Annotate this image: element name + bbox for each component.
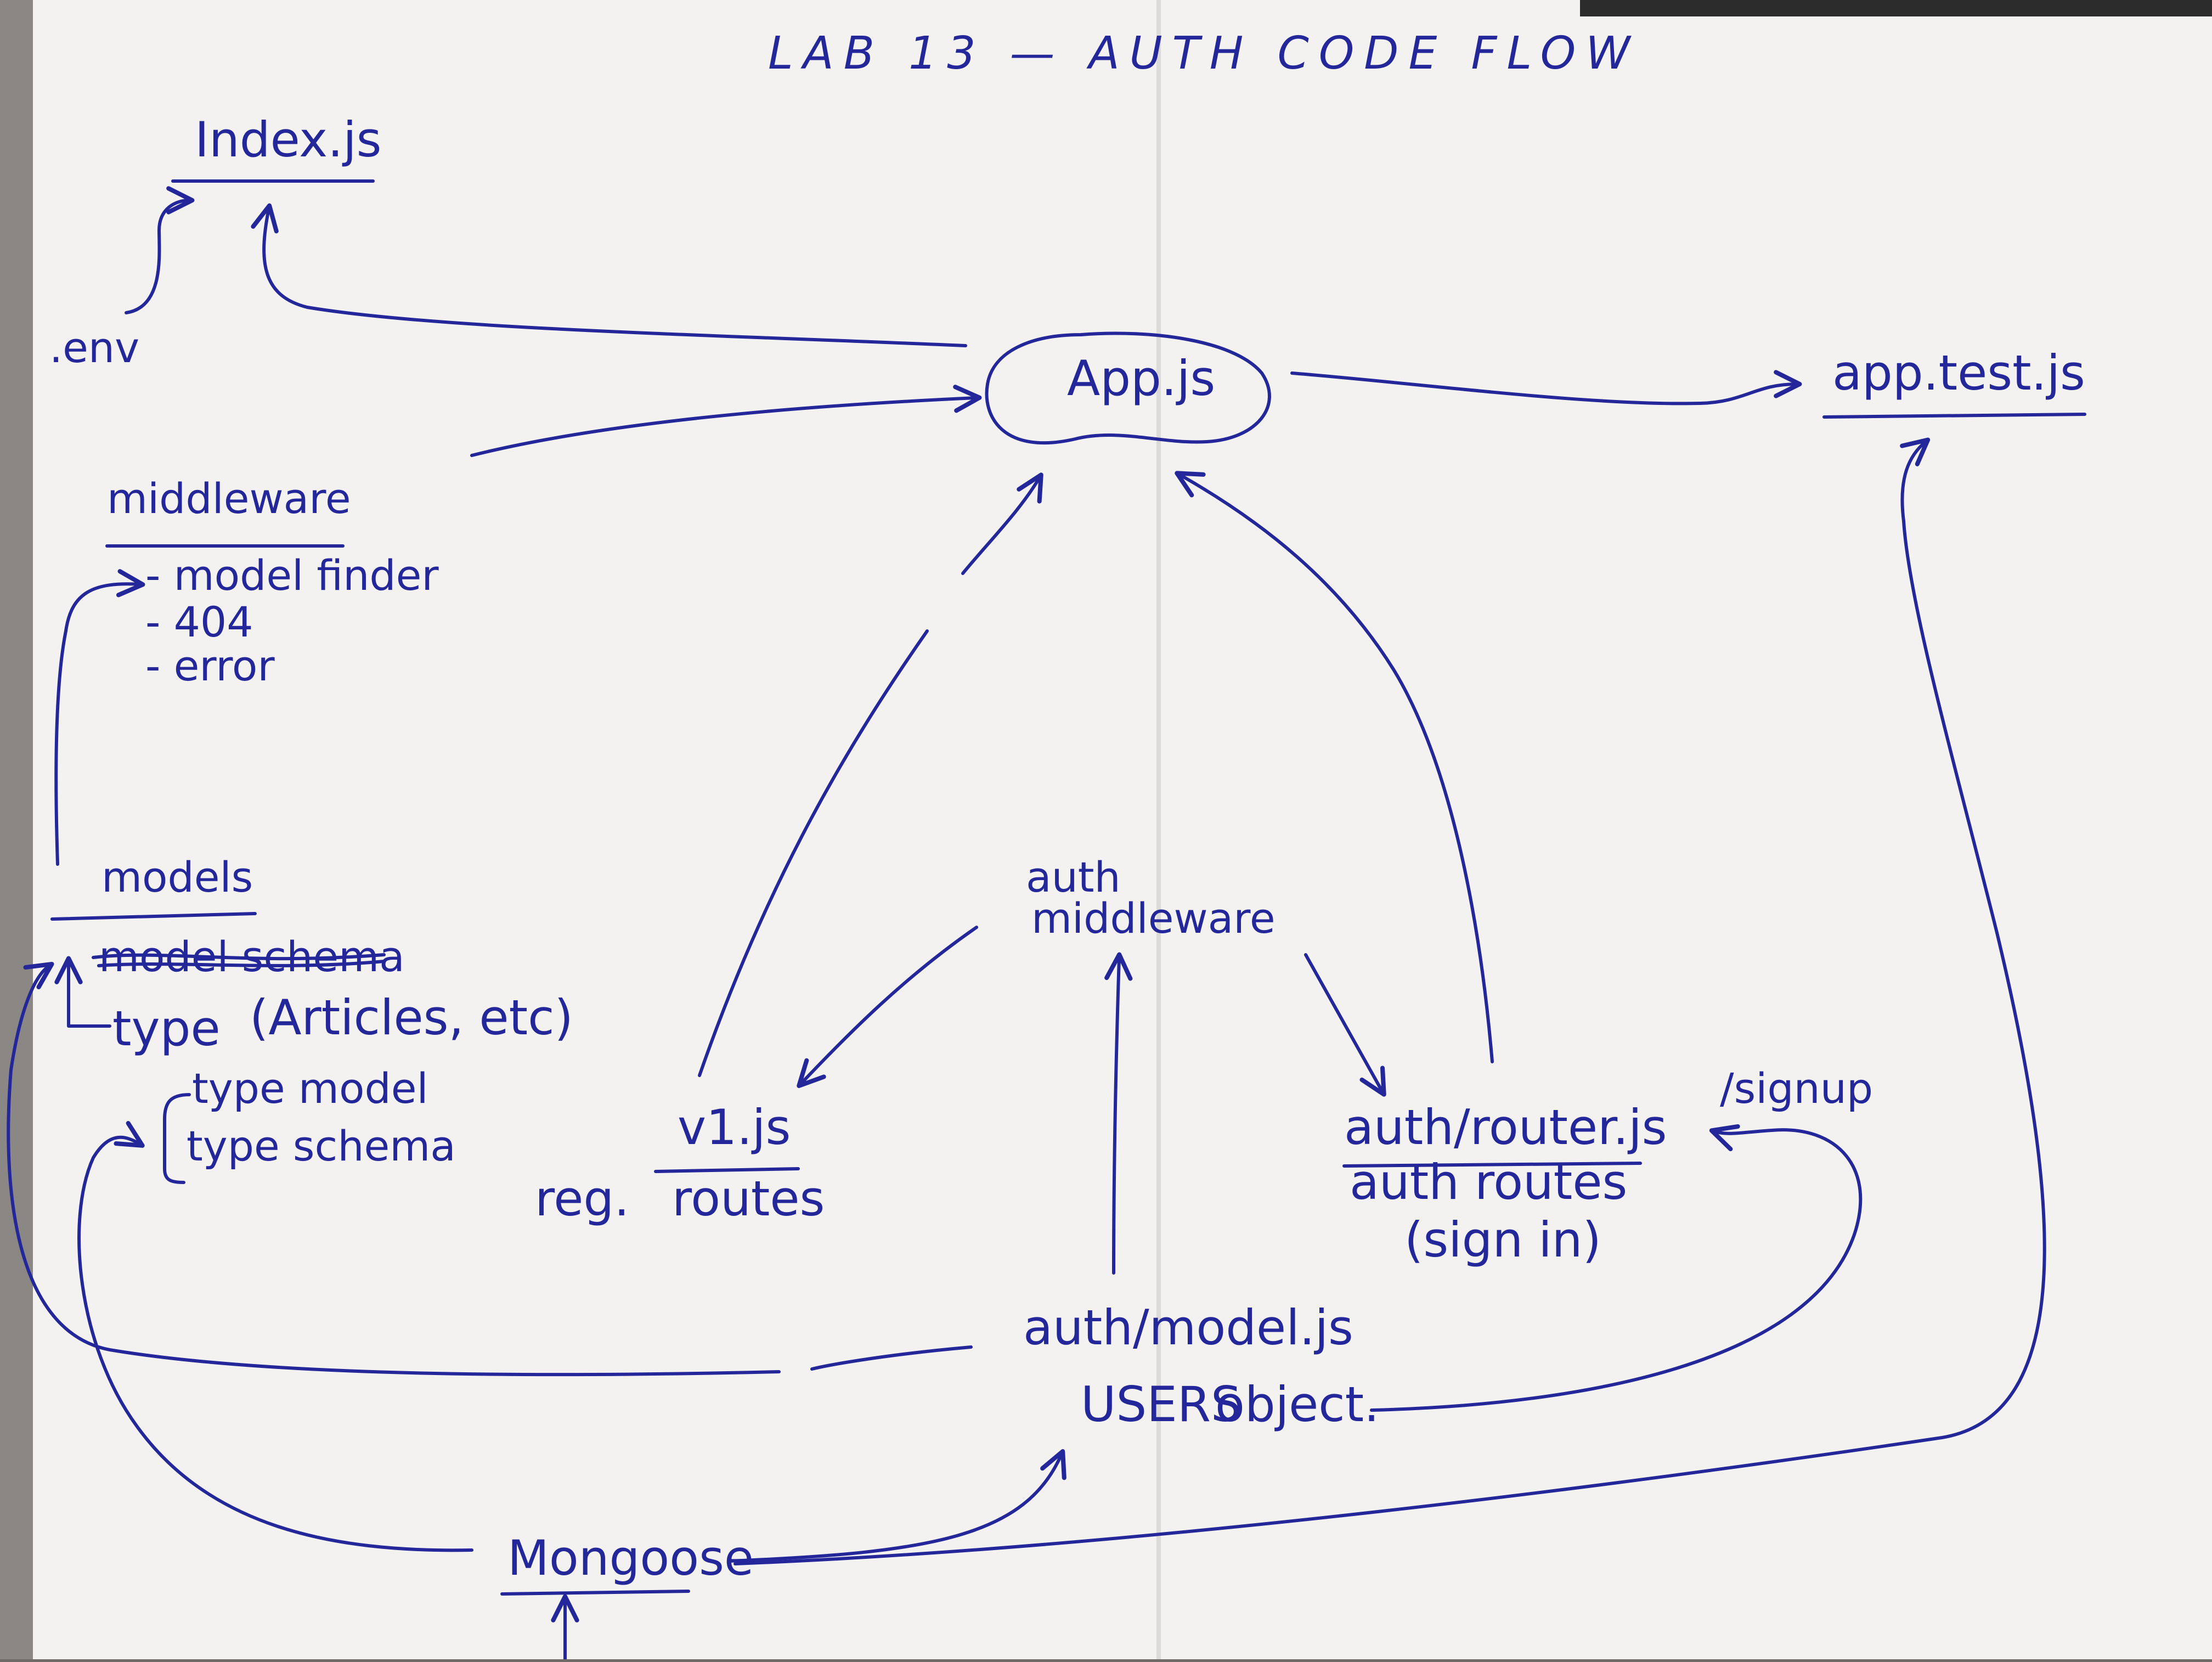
auth-router-note: (sign in) — [1404, 1212, 1601, 1268]
edge-auth-model-to-router-signup — [1370, 1124, 1863, 1412]
app-test-underline — [1822, 413, 2086, 419]
models-strikethrough — [92, 953, 386, 967]
v1-desc-routes: routes — [672, 1170, 825, 1227]
node-middleware-heading: middleware — [107, 474, 351, 523]
middleware-item-error: - error — [145, 641, 275, 690]
node-auth-middleware-line2: middleware — [1031, 894, 1276, 943]
node-index-js: Index.js — [195, 111, 382, 168]
mongoose-underline — [500, 1590, 690, 1596]
middleware-item-404: - 404 — [145, 598, 253, 646]
node-app-js: App.js — [1067, 350, 1215, 407]
edge-models-to-model-finder — [54, 569, 145, 866]
edge-mongoose-to-type-schema — [77, 1120, 473, 1552]
node-mongoose: Mongoose — [507, 1530, 754, 1586]
edge-auth-router-to-app — [1175, 471, 1494, 1063]
edge-app-to-index — [251, 203, 967, 347]
edge-middleware-to-app — [470, 385, 982, 457]
edge-v1-to-app-lower — [698, 629, 929, 1077]
node-env: .env — [49, 323, 139, 372]
edge-auth-model-to-auth-middleware — [1104, 952, 1133, 1275]
models-sub-bracket — [163, 1093, 191, 1184]
edge-env-to-index — [125, 186, 195, 314]
edge-v1-to-app-upper — [961, 472, 1043, 575]
node-auth-router-js: auth/router.js — [1344, 1099, 1667, 1156]
models-sub-item-type-schema: type schema — [187, 1122, 456, 1170]
edge-mongoose-to-auth-model — [728, 1449, 1066, 1563]
node-auth-middleware-line1: auth — [1026, 853, 1121, 902]
models-type-note: (Articles, etc) — [250, 989, 573, 1046]
auth-model-struck-word: USERS — [1081, 1376, 1242, 1433]
v1-prefix-reg: reg. — [535, 1170, 629, 1227]
middleware-item-model-finder: - model finder — [145, 551, 439, 600]
diagram-title: LAB 13 — AUTH CODE FLOW — [768, 27, 1640, 80]
app-js-cloud — [985, 331, 1271, 445]
auth-model-desc: object. — [1215, 1376, 1379, 1433]
node-models-heading: models — [101, 853, 253, 902]
v1-underline — [654, 1167, 800, 1173]
edge-app-to-test — [1290, 370, 1802, 405]
edge-mongoose-to-test — [733, 437, 2046, 1565]
auth-router-signup: /signup — [1720, 1064, 1873, 1113]
node-v1-js: v1.js — [678, 1099, 791, 1156]
top-keyboard-edge — [1580, 0, 2212, 16]
node-auth-model-js: auth/model.js — [1023, 1299, 1353, 1356]
models-underline — [50, 912, 257, 921]
node-app-test-js: app.test.js — [1832, 345, 2085, 401]
models-sub-item-type-model: type model — [192, 1064, 428, 1113]
auth-router-desc: auth routes — [1350, 1154, 1627, 1210]
edge-auth-middleware-to-v1 — [797, 926, 978, 1088]
left-edge-shadow — [0, 0, 33, 1659]
edge-auth-model-to-models — [7, 966, 973, 1377]
edge-auth-middleware-to-router — [1304, 953, 1386, 1097]
models-type-line: type — [112, 1000, 221, 1057]
auth-router-underline — [1342, 1162, 1642, 1168]
